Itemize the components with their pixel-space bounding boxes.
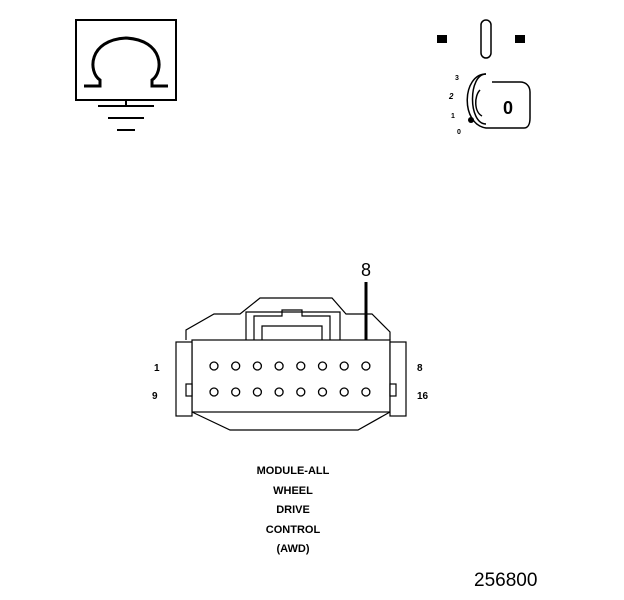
pin-cavity-10 bbox=[231, 387, 241, 397]
row1-left-label: 1 bbox=[154, 363, 160, 374]
connector-right-ear bbox=[389, 341, 407, 417]
switch-contact-left bbox=[437, 35, 447, 43]
ohmmeter-frame bbox=[75, 19, 177, 101]
connector-left-ear bbox=[175, 341, 193, 417]
pin-cavity-16 bbox=[361, 387, 371, 397]
figure-id: 256800 bbox=[474, 570, 538, 591]
connector-right-notch bbox=[389, 383, 397, 397]
switch-contact-right bbox=[515, 35, 525, 43]
pin-cavity-6 bbox=[317, 361, 328, 371]
row2-left-label: 9 bbox=[152, 391, 158, 402]
pin-cavity-8 bbox=[361, 361, 371, 371]
connector-latch-inner bbox=[245, 311, 341, 340]
ignition-switch-icon: 0 3 2 1 0 bbox=[437, 19, 531, 136]
pin-cavity-3 bbox=[252, 361, 263, 371]
caption-line-1: MODULE-ALL bbox=[256, 465, 330, 477]
pin-cavity-15 bbox=[339, 387, 349, 397]
caption-line-4: CONTROL bbox=[265, 523, 321, 536]
pin-cavity-12 bbox=[274, 387, 284, 397]
caption-line-3: DRIVE bbox=[276, 504, 310, 516]
caption-line-5: (AWD) bbox=[276, 543, 310, 555]
key-groove bbox=[475, 89, 483, 117]
pin-cavity-2 bbox=[231, 361, 241, 371]
switch-position-1: 1 bbox=[451, 113, 455, 120]
switch-position-3: 3 bbox=[455, 75, 459, 82]
connector-housing bbox=[191, 339, 391, 413]
pin-cavity-4 bbox=[274, 361, 284, 371]
switch-position-0: 0 bbox=[457, 129, 461, 136]
connector-pins bbox=[209, 361, 371, 397]
key-ring bbox=[471, 73, 487, 125]
key-position-marker bbox=[468, 117, 474, 123]
pin-cavity-11 bbox=[252, 387, 263, 397]
switch-blade bbox=[480, 19, 492, 59]
row2-right-label: 16 bbox=[417, 391, 429, 402]
caption-line-2: WHEEL bbox=[273, 484, 313, 497]
connector-body bbox=[175, 297, 407, 431]
connector-bottom-skirt bbox=[191, 411, 391, 431]
pin-cavity-1 bbox=[209, 361, 219, 371]
pin-cavity-13 bbox=[296, 387, 306, 397]
connector-left-notch bbox=[185, 383, 193, 397]
switch-position-2: 2 bbox=[448, 92, 454, 101]
pin-cavity-14 bbox=[317, 387, 328, 397]
omega-icon bbox=[84, 36, 168, 88]
ohmmeter-symbol bbox=[75, 19, 177, 131]
pin-cavity-9 bbox=[209, 387, 219, 397]
connector-latch-window bbox=[261, 325, 323, 340]
pointer-label: 8 bbox=[361, 260, 371, 280]
connector-latch-shroud bbox=[185, 297, 391, 340]
key-body bbox=[466, 73, 531, 129]
key-label: 0 bbox=[503, 98, 513, 118]
connector-caption: MODULE-ALL WHEEL DRIVE CONTROL (AWD) bbox=[193, 462, 393, 560]
pin-cavity-5 bbox=[296, 361, 306, 371]
row1-right-label: 8 bbox=[417, 363, 423, 374]
pin-cavity-7 bbox=[339, 361, 349, 371]
connector-latch-tab bbox=[253, 309, 331, 340]
